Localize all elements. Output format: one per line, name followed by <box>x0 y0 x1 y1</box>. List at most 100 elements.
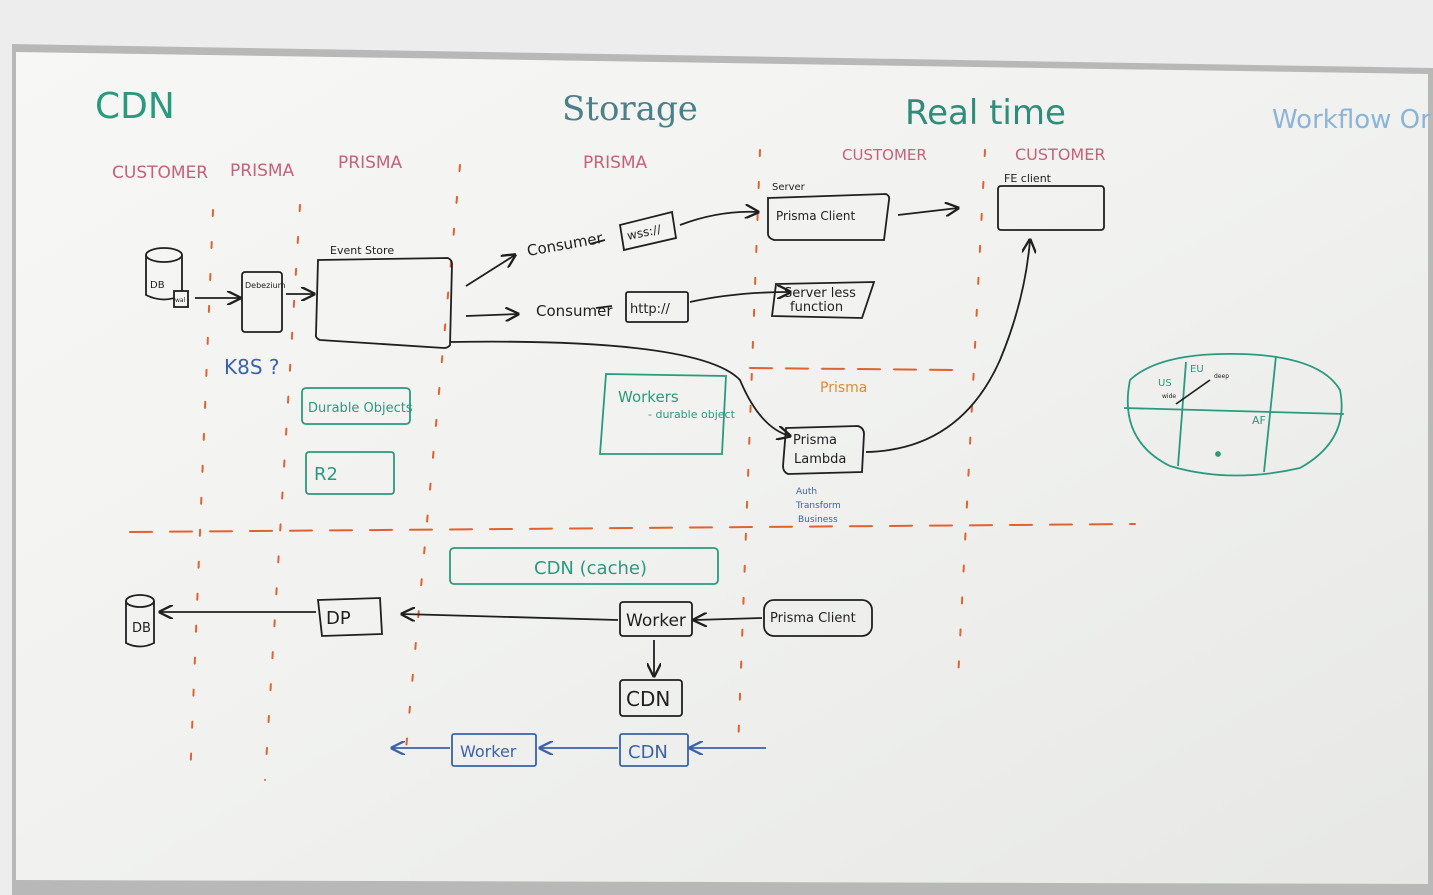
wss-box <box>618 210 678 252</box>
arrow-client-to-worker <box>694 618 763 620</box>
bottom-diagram-labels: DB DP Worker Prisma Client CDN <box>132 608 856 711</box>
workers-title: Workers <box>618 388 679 406</box>
cdn-box-label: CDN <box>626 687 670 711</box>
arrow-wss-to-client <box>679 212 758 226</box>
prisma-client-bottom-label: Prisma Client <box>770 611 856 626</box>
prisma-lambda-box <box>782 425 865 475</box>
arrow-client-to-fe <box>897 208 958 215</box>
serverless-label-1: Server less <box>784 286 856 301</box>
db-label-bottom: DB <box>132 621 151 636</box>
fe-client-box <box>997 185 1105 231</box>
map-equator <box>1123 407 1345 415</box>
durable-objects-label: Durable Objects <box>308 401 413 416</box>
divider-1 <box>189 209 214 781</box>
arrow-eventstore-to-consumer1 <box>465 255 515 287</box>
serverless-box <box>770 281 876 319</box>
fe-client-label: FE client <box>1004 172 1052 185</box>
arrow-eventstore-to-lambda <box>449 340 790 436</box>
cdn-blue-label: CDN <box>628 742 668 763</box>
http-box <box>625 291 689 323</box>
divider-4 <box>737 149 761 751</box>
heading-cdn: CDN <box>95 86 175 127</box>
event-store-box <box>314 257 453 349</box>
map-note-2: deep <box>1214 373 1229 380</box>
map-eu-label: EU <box>1190 364 1204 375</box>
dp-label: DP <box>326 608 351 629</box>
lambda-label-2: Lambda <box>794 452 846 467</box>
dp-box <box>316 597 383 637</box>
label-customer-left: CUSTOMER <box>112 163 208 183</box>
blue-flow-labels: Worker CDN <box>460 742 668 763</box>
label-prisma-left: PRISMA <box>230 161 295 181</box>
cdn-cache-box <box>449 547 719 585</box>
bottom-diagram <box>125 594 873 717</box>
cdn-box <box>619 679 683 717</box>
server-label: Server <box>772 182 806 193</box>
green-labels: Durable Objects R2 Workers - durable obj… <box>308 388 736 579</box>
cdn-cache-label: CDN (cache) <box>534 558 647 579</box>
label-prisma-mid: PRISMA <box>338 153 403 173</box>
map-af-label: AF <box>1252 414 1266 427</box>
headings: CDN Storage Real time Workflow Or <box>95 86 1431 135</box>
label-customer-rt1: CUSTOMER <box>842 146 927 164</box>
prisma-client-top-box <box>767 193 891 241</box>
db-cylinder-top <box>145 247 189 308</box>
label-prisma-storage: PRISMA <box>583 153 648 173</box>
debezium-label: Debezium <box>245 281 286 290</box>
label-customer-rt2: CUSTOMER <box>1015 145 1105 164</box>
k8s-label: K8S ? <box>224 355 280 379</box>
consumer-2-label: Consumer <box>536 302 613 320</box>
prisma-orange-label: Prisma <box>820 380 867 396</box>
map-note-1: wide <box>1162 393 1176 400</box>
prisma-client-top-label: Prisma Client <box>776 209 855 223</box>
blue-notes-top: K8S ? Auth Transform Business <box>224 355 841 525</box>
r2-label: R2 <box>314 464 338 485</box>
arrow-http-to-serverless <box>689 292 790 303</box>
heading-storage: Storage <box>562 89 698 129</box>
board-surface <box>16 52 1428 884</box>
heading-realtime: Real time <box>905 93 1066 133</box>
worker-label: Worker <box>626 611 686 631</box>
divider-horizontal <box>129 523 1136 533</box>
orange-dividers <box>129 149 1136 781</box>
map-arrow <box>1175 379 1211 405</box>
column-labels: CUSTOMER PRISMA PRISMA PRISMA CUSTOMER C… <box>112 145 1105 183</box>
r2-box <box>305 451 395 495</box>
durable-objects-box <box>301 387 411 425</box>
debezium-box <box>241 271 283 333</box>
http-label: http:// <box>630 302 670 317</box>
world-map-sketch <box>1123 352 1345 477</box>
lambda-label-1: Prisma <box>793 433 837 448</box>
prisma-client-bottom-box <box>763 599 873 637</box>
worker-blue-label: Worker <box>460 742 517 761</box>
auth-label-2: Transform <box>795 501 841 511</box>
serverless-label-2: function <box>790 300 843 315</box>
top-diagram <box>145 185 1105 475</box>
map-meridian-2 <box>1263 355 1277 473</box>
wal-label: wal <box>175 297 186 304</box>
map-us-label: US <box>1158 378 1172 389</box>
map-outline <box>1126 352 1343 477</box>
db-label-top: DB <box>150 280 165 291</box>
heading-workflow: Workflow Or <box>1272 105 1431 135</box>
map-arrow-line <box>1175 379 1211 405</box>
worker-box <box>619 601 693 637</box>
blue-flow <box>392 733 766 767</box>
event-store-label: Event Store <box>330 244 394 257</box>
green-boxes <box>301 373 727 585</box>
auth-label-3: Business <box>798 515 838 525</box>
arrow-worker-to-dp <box>402 614 619 620</box>
map-dot <box>1215 451 1221 457</box>
divider-3 <box>404 164 461 761</box>
map-meridian-1 <box>1177 361 1187 467</box>
worker-blue-box <box>451 733 537 767</box>
workers-box <box>599 373 727 455</box>
db-cylinder-bottom <box>125 594 155 648</box>
arrow-eventstore-to-consumer2 <box>465 314 518 316</box>
auth-label-1: Auth <box>796 487 817 497</box>
map-labels: US EU AF wide deep <box>1158 364 1266 427</box>
cdn-blue-box <box>619 733 689 767</box>
divider-2 <box>264 204 301 781</box>
workers-sub: - durable object <box>648 408 736 421</box>
